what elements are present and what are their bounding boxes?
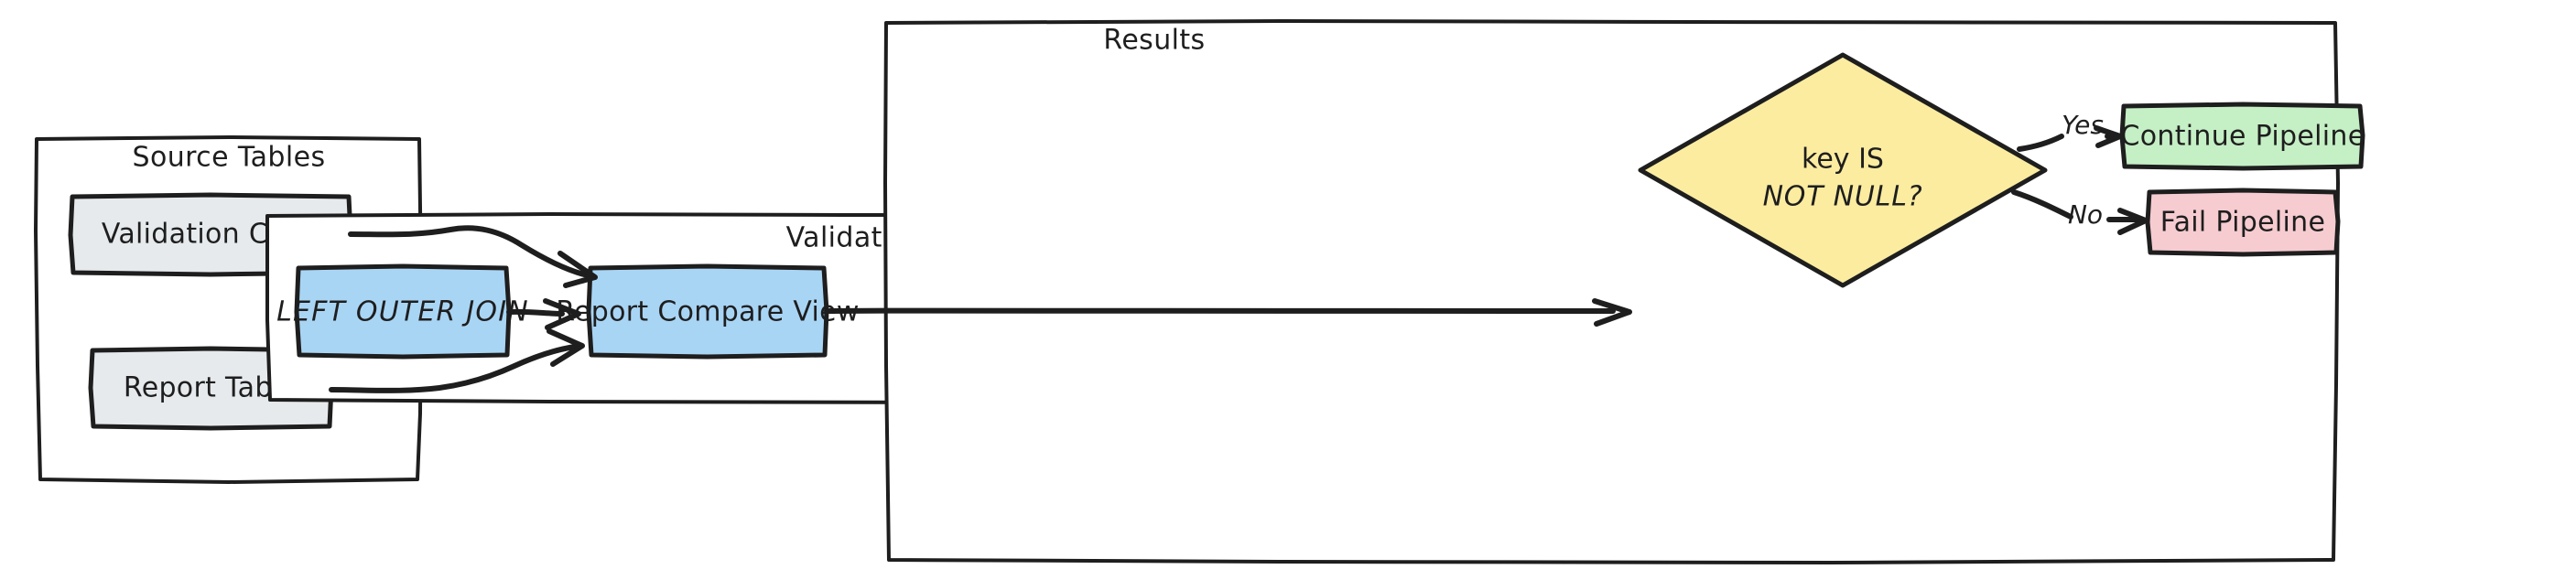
left-outer-join-label: LEFT OUTER JOIN bbox=[276, 296, 529, 328]
node-continue-pipeline[interactable]: Continue Pipeline bbox=[2119, 102, 2365, 171]
report-compare-view-label: Report Compare View bbox=[556, 296, 860, 328]
edge-arrowhead-compare-decision bbox=[1592, 298, 1632, 327]
edge-label-no: No bbox=[2068, 199, 2103, 230]
fail-pipeline-box bbox=[2145, 188, 2341, 257]
report-compare-view-box bbox=[586, 263, 829, 360]
node-report-compare-view[interactable]: Report Compare View bbox=[556, 263, 860, 360]
node-fail-pipeline[interactable]: Fail Pipeline bbox=[2145, 188, 2341, 257]
node-left-outer-join[interactable]: LEFT OUTER JOIN bbox=[276, 263, 529, 360]
group-results[interactable]: Results bbox=[883, 19, 2340, 564]
edge-arrowhead-join-compare bbox=[543, 298, 581, 330]
continue-pipeline-box bbox=[2119, 102, 2365, 171]
edge-join-to-compare-view bbox=[506, 298, 581, 330]
decision-label-line2: NOT NULL? bbox=[1763, 181, 1923, 213]
node-decision-key-not-null[interactable]: key IS NOT NULL? bbox=[1638, 52, 2048, 288]
edge-validation-copy-to-join bbox=[348, 225, 598, 288]
edge-line-no-branch bbox=[2011, 189, 2073, 220]
edge-line-validation-copy bbox=[348, 225, 590, 278]
results-frame bbox=[883, 19, 2340, 564]
edge-decision-no: No bbox=[2011, 189, 2148, 235]
decision-diamond-render bbox=[1638, 52, 2048, 288]
fail-pipeline-label: Fail Pipeline bbox=[2160, 207, 2325, 239]
edge-arrowhead-report-table bbox=[547, 328, 585, 367]
source-tables-title: Source Tables bbox=[133, 142, 326, 174]
edge-label-yes: Yes bbox=[2062, 110, 2104, 140]
results-title: Results bbox=[1103, 25, 1205, 57]
edge-line-yes-branch bbox=[2017, 134, 2064, 152]
edge-decision-yes: Yes bbox=[2017, 110, 2123, 152]
edge-arrowhead-no bbox=[2117, 208, 2148, 235]
edge-compare-view-to-decision bbox=[824, 298, 1632, 327]
edge-line-join-compare bbox=[506, 308, 565, 317]
continue-pipeline-label: Continue Pipeline bbox=[2121, 121, 2365, 153]
edge-arrowhead-yes bbox=[2094, 125, 2123, 148]
edge-line-compare-decision bbox=[824, 307, 1616, 314]
left-outer-join-box bbox=[294, 263, 512, 360]
decision-label-line1: key IS bbox=[1802, 144, 1884, 176]
edge-report-table-to-join bbox=[329, 328, 585, 393]
edge-line-report-table bbox=[329, 344, 578, 393]
edge-arrowhead-validation-copy bbox=[557, 251, 598, 288]
